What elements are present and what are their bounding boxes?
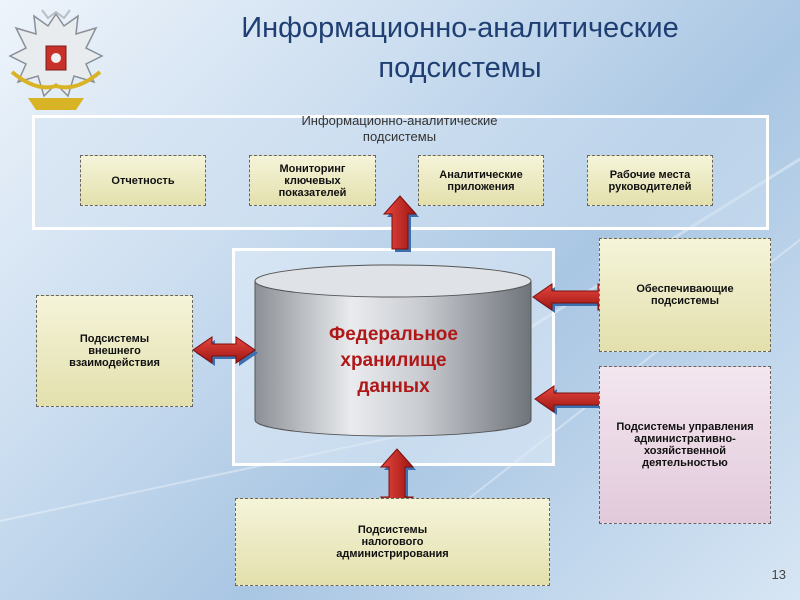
box-tax-line3: администрирования [336, 548, 449, 560]
box-kpi-monitoring[interactable]: Мониторинг ключевых показателей [249, 155, 376, 206]
box-kpi-line3: показателей [278, 186, 347, 199]
box-supporting-subsystems[interactable]: Обеспечивающие подсистемы [599, 238, 771, 352]
box-external-line3: взаимодействия [69, 357, 160, 369]
arrow-up-to-panel [382, 195, 419, 252]
box-reporting-label: Отчетность [111, 174, 175, 187]
box-tax-line1: Подсистемы [357, 524, 428, 536]
panel-title-line2: подсистемы [362, 129, 437, 144]
box-supporting-line2: подсистемы [651, 295, 719, 307]
slide-title: Информационно-аналитические подсистемы [180, 8, 740, 88]
box-kpi-line2: ключевых [284, 174, 341, 187]
page-number: 13 [771, 567, 786, 582]
warehouse-label-line1: Федеральное [329, 324, 458, 345]
arrow-bidirectional-left [192, 336, 258, 366]
box-workplaces-line1: Рабочие места [609, 168, 691, 181]
box-analytic-apps[interactable]: Аналитические приложения [418, 155, 544, 206]
box-workplaces-line2: руководителей [608, 180, 692, 193]
warehouse-label-line2: хранилище [340, 350, 447, 371]
box-external-line1: Подсистемы [79, 333, 150, 345]
box-kpi-line1: Мониторинг [279, 162, 346, 175]
box-tax-administration[interactable]: Подсистемы налогового администрирования [235, 498, 550, 586]
warehouse-label-line3: данных [357, 376, 430, 397]
box-admin-line3: хозяйственной [643, 445, 727, 457]
warehouse-label: Федеральное хранилище данных [255, 322, 532, 400]
box-admin-management[interactable]: Подсистемы управления административно- х… [599, 366, 771, 524]
box-manager-workplaces[interactable]: Рабочие места руководителей [587, 155, 713, 206]
panel-title: Информационно-аналитические подсистемы [33, 113, 766, 145]
box-apps-line1: Аналитические [439, 168, 523, 181]
coat-of-arms-emblem [8, 9, 104, 110]
box-external-interaction[interactable]: Подсистемы внешнего взаимодействия [36, 295, 193, 407]
box-admin-line1: Подсистемы управления [616, 421, 754, 433]
panel-title-line1: Информационно-аналитические [301, 113, 498, 128]
box-admin-line2: административно- [634, 433, 736, 445]
box-apps-line2: приложения [447, 180, 515, 193]
box-reporting[interactable]: Отчетность [80, 155, 206, 206]
box-external-line2: внешнего [88, 345, 141, 357]
data-warehouse-cylinder [254, 264, 532, 437]
box-supporting-line1: Обеспечивающие [636, 283, 734, 295]
slide-title-line2: подсистемы [378, 52, 542, 84]
box-tax-line2: налогового [361, 536, 424, 548]
slide-title-line1: Информационно-аналитические [241, 12, 679, 44]
box-admin-line4: деятельностью [642, 457, 728, 469]
